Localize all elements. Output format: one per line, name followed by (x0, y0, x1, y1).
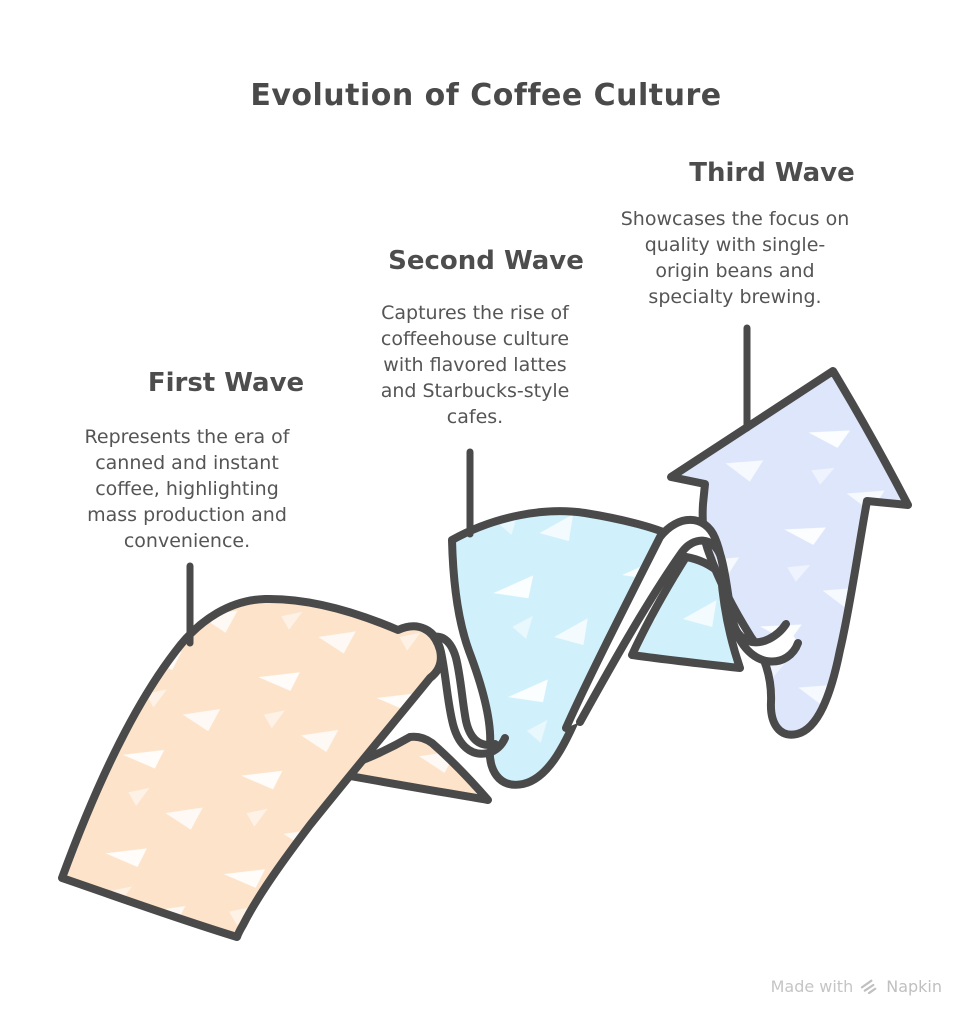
napkin-watermark[interactable]: Made with Napkin (771, 975, 942, 998)
watermark-brand: Napkin (886, 977, 942, 996)
fold-second-inner-edge (576, 536, 790, 726)
diagram-title: Evolution of Coffee Culture (250, 78, 722, 113)
second-wave-heading: Second Wave (388, 246, 584, 276)
first-wave-heading: First Wave (147, 368, 305, 398)
third-wave-heading: Third Wave (689, 158, 855, 188)
first-wave-ribbon (58, 594, 445, 941)
watermark-prefix: Made with (770, 977, 854, 996)
third-wave-arrow (667, 367, 912, 739)
second-wave-ribbon (448, 507, 672, 789)
third-wave-description: Showcases the focus on quality with sing… (620, 208, 850, 308)
second-wave-description: Captures the rise of coffeehouse culture… (380, 302, 570, 428)
first-wave-description: Represents the era of canned and instant… (84, 426, 290, 552)
napkin-logo-icon (860, 975, 879, 998)
fold-second-outer-edge (562, 515, 802, 732)
